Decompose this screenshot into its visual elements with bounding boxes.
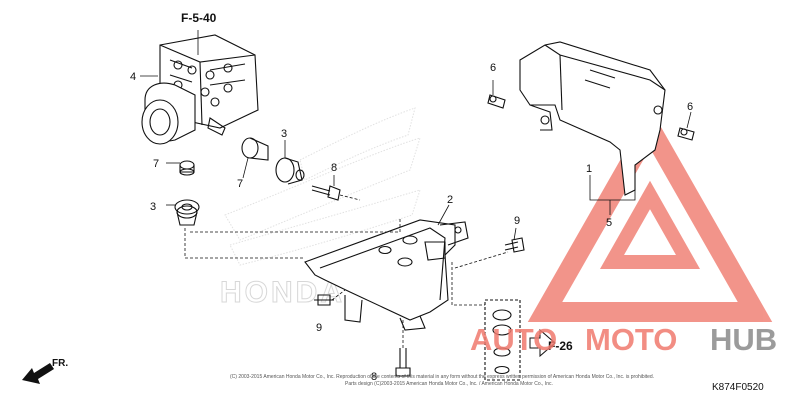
copyright-line-2: Parts design (C)2003-2015 American Honda… <box>345 381 553 387</box>
callout-3-upper: 3 <box>281 128 287 140</box>
reference-label-f540: F-5-40 <box>181 11 217 25</box>
callout-8-lower: 8 <box>371 371 377 383</box>
front-direction-arrow: FR. <box>22 358 68 384</box>
wordmark-moto: MOTO <box>585 322 677 357</box>
callout-8-upper: 8 <box>331 162 337 174</box>
bolt-part-6-left <box>487 94 506 109</box>
callout-6-right: 6 <box>687 101 693 113</box>
direction-label: FR. <box>52 358 68 369</box>
copyright-line-1: (C) 2003-2015 American Honda Motor Co., … <box>230 374 654 380</box>
callout-2: 2 <box>447 194 453 206</box>
cover-part <box>519 41 666 196</box>
automotohub-wordmark: AUTO MOTO HUB <box>470 322 777 357</box>
reference-label-f26: F-26 <box>548 339 573 353</box>
callout-numbers: 4 7 7 3 3 8 8 2 9 9 6 6 1 5 <box>130 62 693 383</box>
bolt-part-8-upper <box>311 185 341 201</box>
collar-part-left <box>179 160 195 176</box>
brand-wing-watermark: HONDA <box>220 107 421 310</box>
grommet-part-mid <box>275 157 305 185</box>
callout-1: 1 <box>586 163 592 175</box>
callout-7-mid: 7 <box>237 178 243 190</box>
abs-modulator-part <box>141 34 259 145</box>
collar-part-mid <box>241 137 269 161</box>
rubber-mount-stack <box>484 299 521 381</box>
wordmark-auto: AUTO <box>470 322 557 357</box>
wordmark-hub: HUB <box>710 322 777 357</box>
callout-7-left: 7 <box>153 158 159 170</box>
callout-5: 5 <box>606 217 612 229</box>
callout-3-lower: 3 <box>150 201 156 213</box>
callout-9-right: 9 <box>514 215 520 227</box>
reference-arrow-f26: F-26 <box>529 328 573 358</box>
leader-lines <box>140 30 692 348</box>
grommet-part-lower <box>174 199 200 226</box>
bracket-part <box>304 219 469 331</box>
bolt-part-8-lower <box>395 348 411 377</box>
callout-6-left: 6 <box>490 62 496 74</box>
callout-9-left: 9 <box>316 322 322 334</box>
diagram-code: K874F0520 <box>712 382 764 393</box>
bolt-part-9-left <box>314 294 334 306</box>
bolt-part-9-right <box>504 237 525 253</box>
callout-4: 4 <box>130 71 136 83</box>
automotohub-triangle-logo <box>527 107 773 322</box>
bolt-part-6-right <box>677 127 695 141</box>
brand-text-watermark: HONDA <box>220 276 345 309</box>
